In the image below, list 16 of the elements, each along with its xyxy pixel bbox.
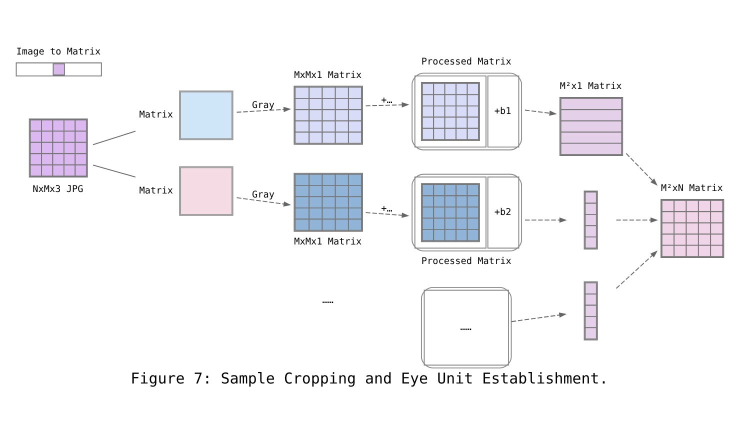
- node-label: M²x1 Matrix: [560, 81, 622, 92]
- node-label: MxMx1 Matrix: [294, 236, 362, 248]
- label: ……: [322, 294, 334, 306]
- edge-label: Gray: [252, 100, 275, 111]
- node-label: Matrix: [139, 185, 174, 196]
- node-label: MxMx1 Matrix: [294, 70, 362, 81]
- caption: Figure 7: Sample Cropping and Eye Unit Establishment.: [130, 370, 608, 388]
- edge-label: +…: [381, 95, 392, 106]
- edge-label: Gray: [252, 190, 275, 201]
- node-label: NxMx3 JPG: [32, 184, 84, 195]
- node-label: Processed Matrix: [421, 256, 512, 268]
- node-label: Matrix: [139, 110, 174, 121]
- node-label: M²xN Matrix: [660, 183, 723, 194]
- edge-label: +…: [381, 204, 392, 215]
- node-label: Processed Matrix: [421, 56, 512, 68]
- node-label: Image to Matrix: [16, 46, 101, 58]
